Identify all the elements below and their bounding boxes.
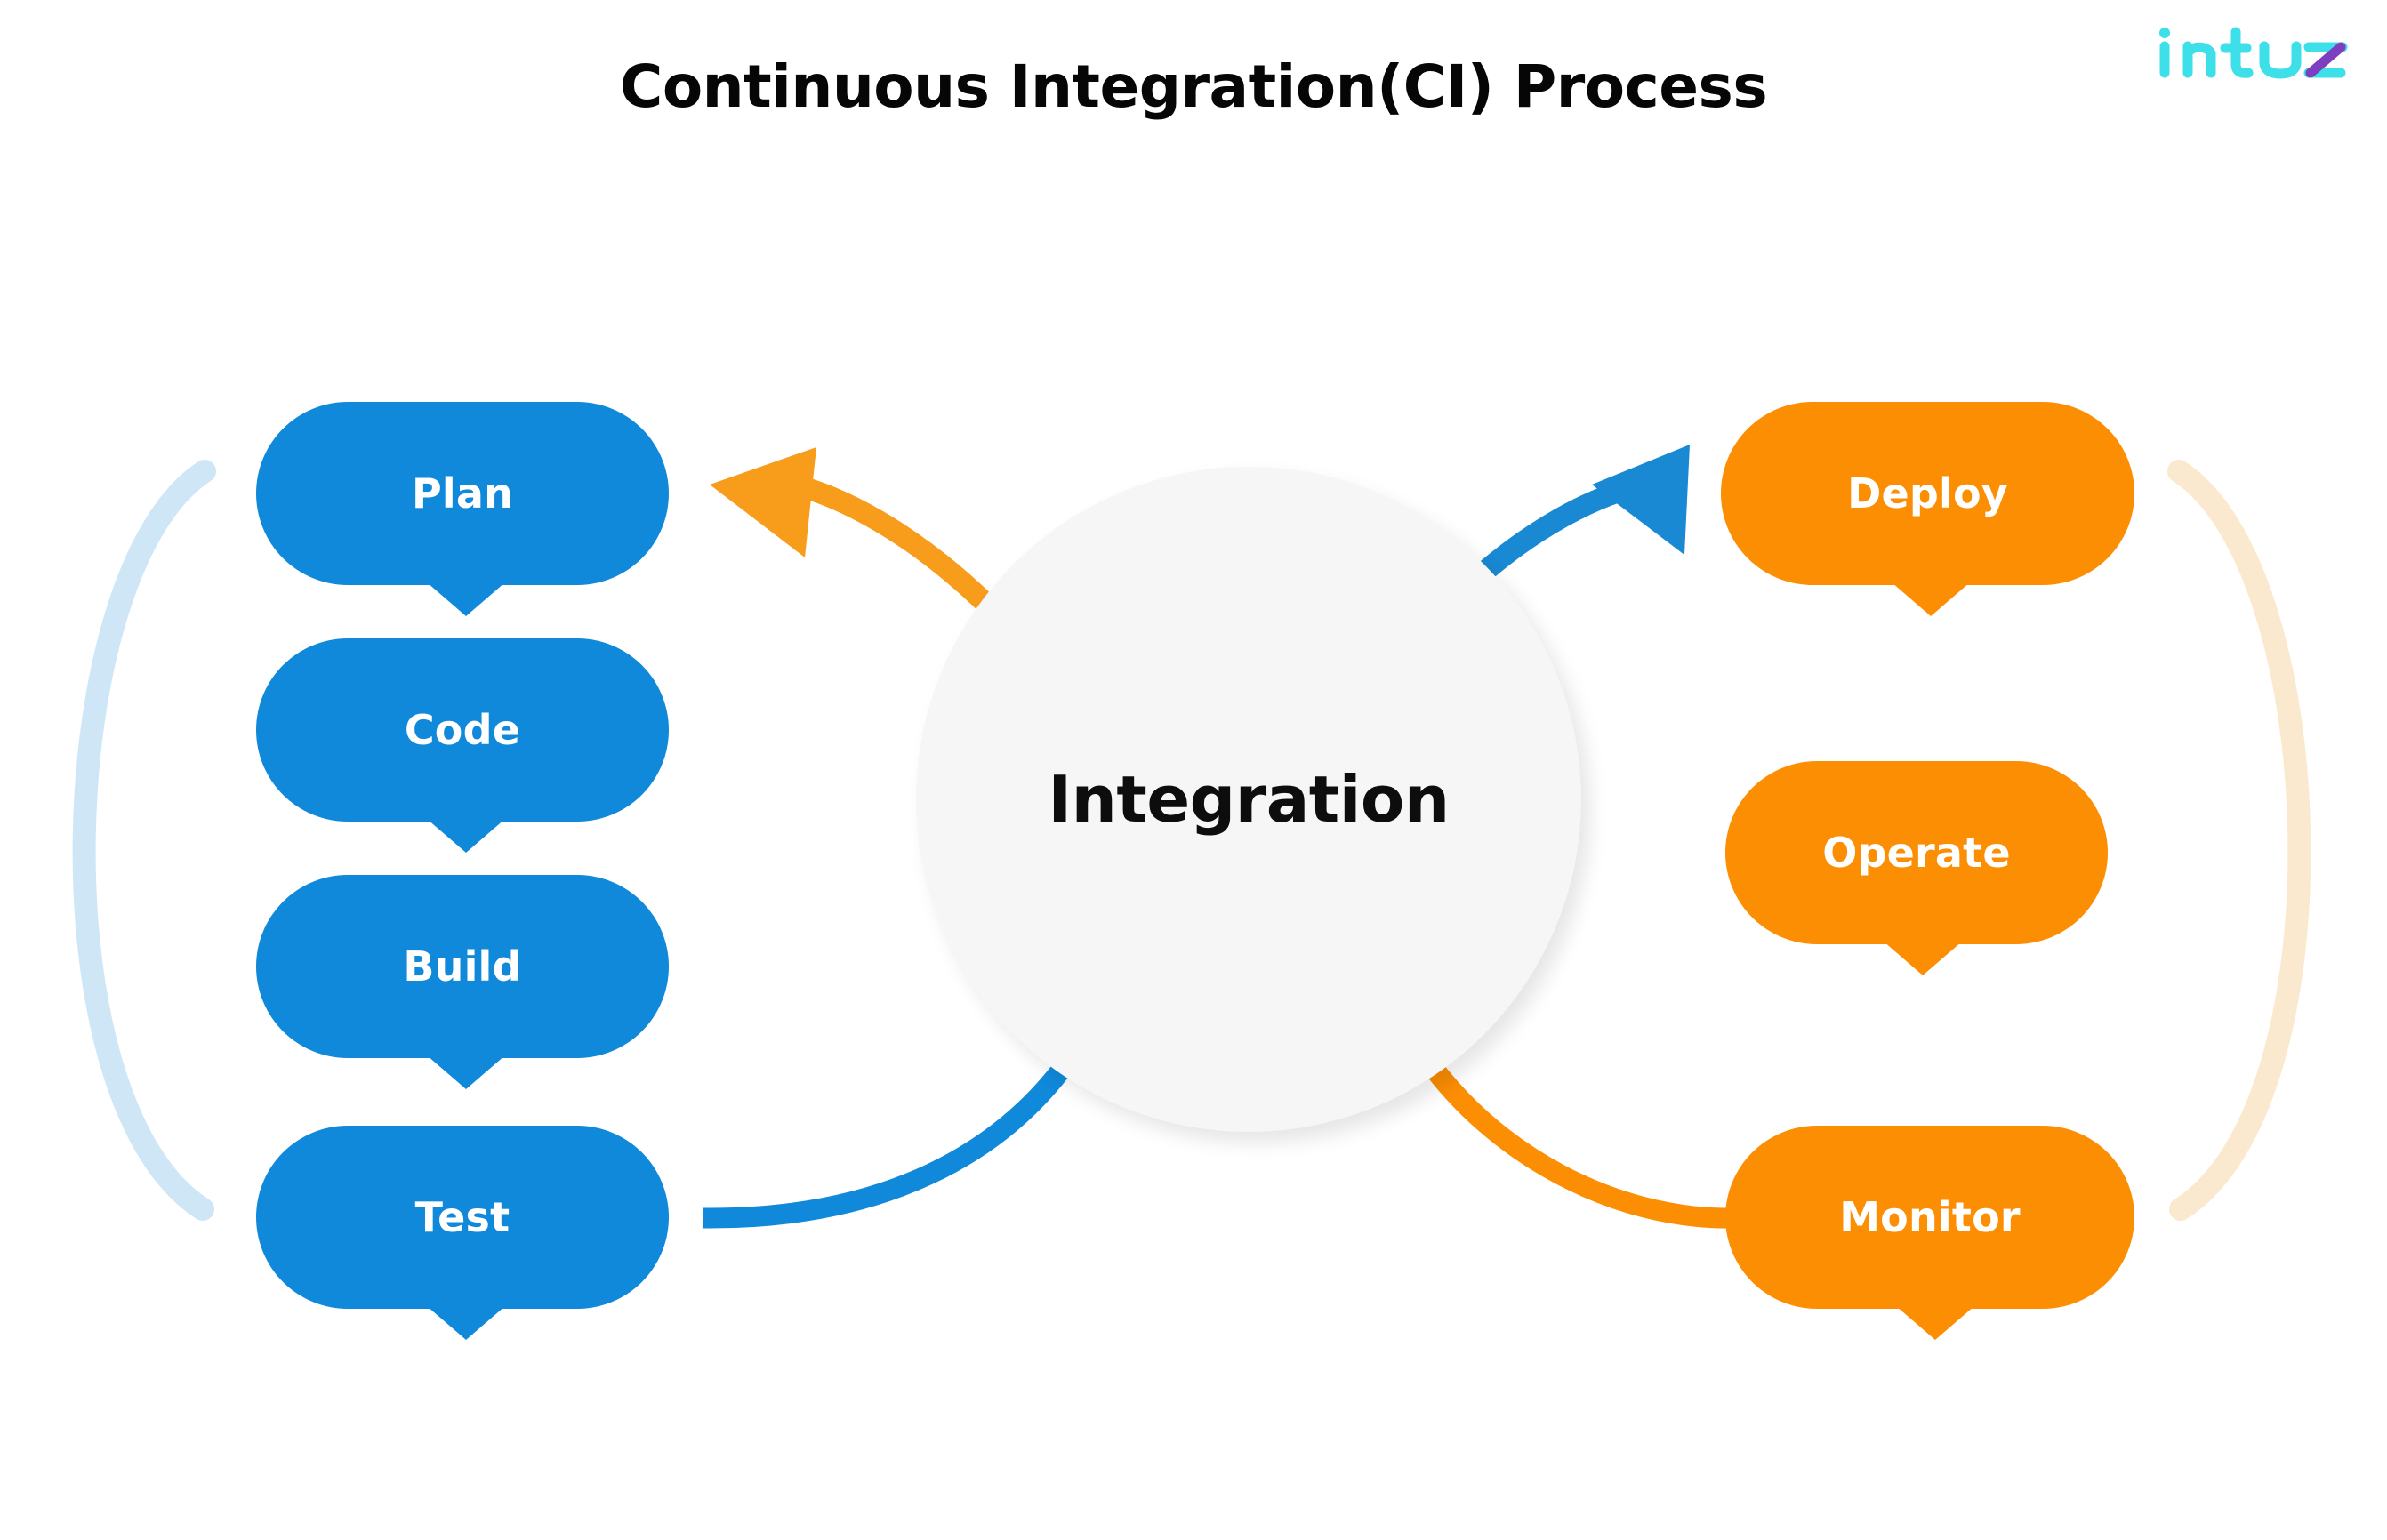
pill-tail: [1896, 1306, 1974, 1340]
left-bracket-arc: [72, 460, 216, 1221]
pill-tail: [427, 1055, 505, 1089]
pill-tail: [1884, 942, 1962, 975]
step-label: Deploy: [1847, 469, 2008, 517]
step-pill-code[interactable]: Code: [256, 638, 669, 853]
step-label: Test: [414, 1193, 510, 1241]
inbound-arrow-orange: [710, 447, 1004, 622]
step-label: Monitor: [1839, 1193, 2021, 1241]
pill-tail: [427, 819, 505, 853]
page-title: Continuous Integration(CI) Process: [619, 52, 1768, 121]
pill-tail: [427, 1306, 505, 1340]
center-node-integration: Integration: [916, 467, 1581, 1132]
pill-tail: [427, 582, 505, 616]
step-pill-test[interactable]: Test: [256, 1126, 669, 1340]
step-label: Build: [403, 942, 522, 991]
integration-to-monitor-arc: [1412, 1045, 1733, 1229]
right-bracket-arc: [2167, 460, 2311, 1221]
step-pill-deploy[interactable]: Deploy: [1721, 402, 2134, 616]
step-label: Code: [404, 706, 521, 754]
step-label: Plan: [411, 469, 514, 517]
step-pill-build[interactable]: Build: [256, 875, 669, 1089]
step-pill-operate[interactable]: Operate: [1725, 761, 2108, 975]
intuz-logo: [2154, 20, 2359, 84]
step-pill-monitor[interactable]: Monitor: [1725, 1126, 2134, 1340]
step-pill-plan[interactable]: Plan: [256, 402, 669, 616]
test-to-integration-arc: [702, 1043, 1085, 1229]
step-label: Operate: [1822, 829, 2011, 877]
center-node-label: Integration: [1048, 762, 1450, 837]
pill-tail: [1892, 582, 1970, 616]
